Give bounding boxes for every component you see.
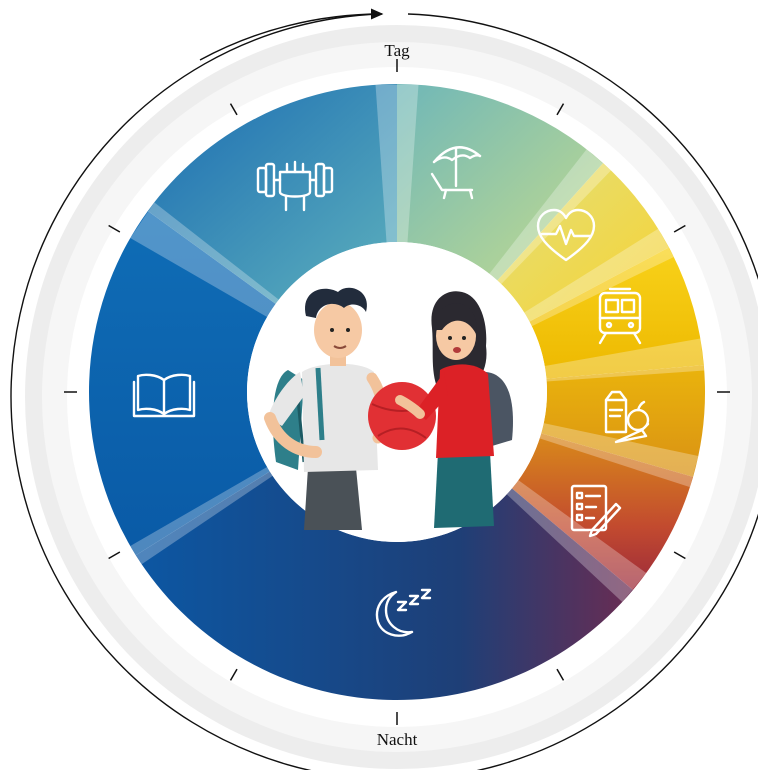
clock-tick (108, 224, 121, 233)
separator-ray (130, 467, 273, 565)
clock-tick (673, 224, 686, 233)
separator-ray (489, 149, 611, 285)
segment-sport (147, 83, 397, 304)
segment-reading (88, 210, 276, 556)
segment-health (497, 163, 669, 322)
segment-food (541, 365, 705, 477)
segment-sleep (135, 471, 633, 700)
train-icon (598, 287, 642, 345)
clock-ticks (64, 59, 730, 725)
dumbbell-fist-icon (256, 160, 334, 212)
boy-figure (264, 287, 389, 530)
clock-tick (108, 551, 121, 560)
clock-arc (10, 13, 758, 770)
separator-ray (524, 228, 674, 327)
girl-figure (395, 291, 513, 528)
night-label: Nacht (377, 730, 418, 749)
open-book-icon (132, 373, 196, 418)
segment-group (88, 83, 705, 700)
separator-ray (375, 84, 419, 243)
clock-tick (673, 551, 686, 560)
separator-ray (539, 423, 699, 488)
clock-tick (229, 668, 238, 681)
clock-tick (556, 668, 565, 681)
clock-arrow (199, 8, 384, 61)
checklist-pen-icon (570, 484, 622, 538)
separator-ray (130, 202, 279, 317)
day-label: Tag (384, 41, 410, 60)
separator-ray (506, 480, 647, 603)
groceries-icon (604, 390, 650, 444)
beach-umbrella-icon (430, 146, 482, 200)
separator-rays (130, 84, 705, 603)
clock-tick (229, 103, 238, 116)
segment-homework (511, 433, 694, 590)
segment-vacation (397, 84, 604, 281)
separator-ray (544, 338, 705, 382)
two-students-illustration (264, 287, 513, 530)
clock-tick (556, 103, 565, 116)
moon-sleep-icon (375, 588, 432, 637)
heart-pulse-icon (536, 208, 596, 262)
